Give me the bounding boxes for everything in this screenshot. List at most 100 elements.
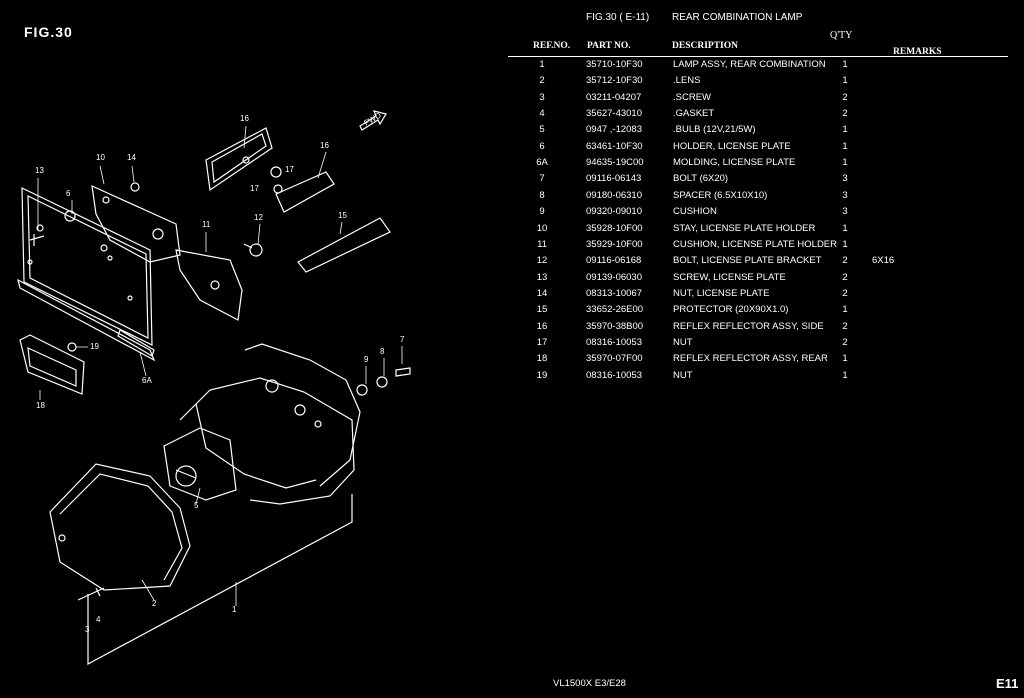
part-no-cell: 08316-10053 bbox=[586, 336, 642, 348]
table-row: 6A 94635-19C00 MOLDING, LICENSE PLATE 1 bbox=[0, 157, 1024, 173]
figure-code: FIG.30 ( E-11) bbox=[586, 12, 650, 23]
table-row: 12 09116-06168 BOLT, LICENSE PLATE BRACKET… bbox=[0, 255, 1024, 271]
ref-no-cell: 19 bbox=[536, 369, 548, 381]
ref-no-cell: 18 bbox=[536, 353, 548, 365]
header-rule bbox=[508, 56, 1008, 57]
description-cell: .LENS bbox=[673, 75, 701, 87]
callout-6: 6 bbox=[66, 189, 71, 198]
part-no-cell: 35627-43010 bbox=[586, 108, 642, 120]
ref-no-cell: 5 bbox=[539, 124, 545, 136]
figure-label: FIG.30 bbox=[24, 24, 73, 40]
callout-1: 1 bbox=[232, 605, 237, 614]
callout-6a: 6A bbox=[142, 376, 152, 385]
part-no-cell: 94635-19C00 bbox=[586, 157, 644, 169]
protector bbox=[297, 217, 391, 273]
callout-12: 12 bbox=[254, 213, 263, 222]
ref-no-cell: 6A bbox=[536, 157, 548, 169]
description-cell: CUSHION, LICENSE PLATE HOLDER bbox=[673, 238, 838, 250]
table-row: 18 35970-07F00 REFLEX REFLECTOR ASSY, REAR… bbox=[0, 353, 1024, 369]
callout-17-a: 17 bbox=[285, 165, 294, 174]
table-row: 8 09180-06310 SPACER (6.5X10X10) 3 bbox=[0, 190, 1024, 206]
description-cell: SPACER (6.5X10X10) bbox=[673, 189, 768, 201]
callout-16-top: 16 bbox=[240, 114, 249, 123]
description-cell: PROTECTOR (20X90X1.0) bbox=[673, 304, 789, 316]
description-cell: BOLT, LICENSE PLATE BRACKET bbox=[673, 255, 822, 267]
callout-9: 9 bbox=[364, 355, 369, 364]
description-cell: MOLDING, LICENSE PLATE bbox=[673, 157, 796, 169]
ref-no-cell: 1 bbox=[539, 59, 545, 70]
part-no-cell: 09180-06310 bbox=[586, 189, 642, 201]
qty-cell: 3 bbox=[842, 189, 848, 201]
description-cell: NUT, LICENSE PLATE bbox=[673, 287, 770, 299]
description-cell: CUSHION bbox=[673, 206, 717, 218]
description-cell: REFLEX REFLECTOR ASSY, SIDE bbox=[673, 320, 824, 332]
ref-no-cell: 6 bbox=[539, 140, 545, 152]
description-cell: .SCREW bbox=[673, 91, 711, 103]
qty-cell: 2 bbox=[842, 91, 848, 103]
ref-no-cell: 7 bbox=[539, 173, 545, 185]
callout-5: 5 bbox=[194, 501, 199, 510]
description-cell: REFLEX REFLECTOR ASSY, REAR bbox=[673, 353, 828, 365]
qty-cell: 1 bbox=[842, 157, 848, 169]
ref-no-cell: 8 bbox=[539, 189, 545, 201]
ref-no-cell: 12 bbox=[536, 255, 548, 267]
qty-cell: 2 bbox=[842, 255, 848, 267]
part-no-cell: 09116-06143 bbox=[586, 173, 642, 185]
callout-10: 10 bbox=[96, 153, 105, 162]
qty-cell: 1 bbox=[842, 140, 848, 152]
ref-no-cell: 15 bbox=[536, 304, 548, 316]
ref-no-cell: 2 bbox=[539, 75, 545, 87]
callout-16-side: 16 bbox=[320, 141, 329, 150]
ref-no-cell: 4 bbox=[539, 108, 545, 120]
table-row: 15 33652-26E00 PROTECTOR (20X90X1.0) 1 bbox=[0, 304, 1024, 320]
qty-cell: 1 bbox=[842, 222, 848, 234]
callout-7: 7 bbox=[400, 335, 405, 344]
callout-14: 14 bbox=[127, 153, 136, 162]
license-plate-stay bbox=[91, 185, 181, 263]
qty-cell: 1 bbox=[842, 124, 848, 136]
part-no-cell: 35928-10F00 bbox=[586, 222, 643, 234]
part-no-cell: 35970-07F00 bbox=[586, 353, 643, 365]
description-cell: NUT bbox=[673, 369, 693, 381]
qty-cell: 2 bbox=[842, 320, 848, 332]
part-no-cell: 33652-26E00 bbox=[586, 304, 644, 316]
ref-no-cell: 11 bbox=[537, 238, 547, 250]
qty-cell: 3 bbox=[842, 173, 848, 185]
callout-2: 2 bbox=[152, 599, 157, 608]
qty-cell: 1 bbox=[842, 238, 848, 250]
part-no-cell: 03211-04207 bbox=[586, 91, 642, 103]
callout-11: 11 bbox=[202, 220, 211, 229]
part-no-cell: 63461-10F30 bbox=[586, 140, 643, 152]
description-cell: NUT bbox=[673, 336, 693, 348]
part-no-cell: 09116-06168 bbox=[586, 255, 642, 267]
callout-13: 13 bbox=[35, 166, 44, 175]
qty-cell: 1 bbox=[842, 59, 848, 70]
page-code: E11 bbox=[996, 676, 1019, 691]
ref-no-cell: 14 bbox=[536, 287, 548, 299]
part-no-cell: 35712-10F30 bbox=[586, 75, 643, 87]
description-cell: STAY, LICENSE PLATE HOLDER bbox=[673, 222, 816, 234]
part-no-cell: 35929-10F00 bbox=[586, 238, 643, 250]
qty-cell: 1 bbox=[842, 353, 848, 365]
qty-cell: 1 bbox=[842, 304, 848, 316]
lamp-housing bbox=[179, 343, 361, 505]
callout-15: 15 bbox=[338, 211, 347, 220]
part-no-cell: 09139-06030 bbox=[586, 271, 642, 283]
qty-cell: 1 bbox=[842, 369, 848, 381]
table-row: 11 35929-10F00 CUSHION, LICENSE PLATE HOLD… bbox=[0, 239, 1024, 255]
header-ref-no: REF.NO. bbox=[533, 41, 571, 51]
footer-model: VL1500X E3/E28 bbox=[553, 678, 626, 689]
lamp-lens bbox=[49, 463, 191, 591]
